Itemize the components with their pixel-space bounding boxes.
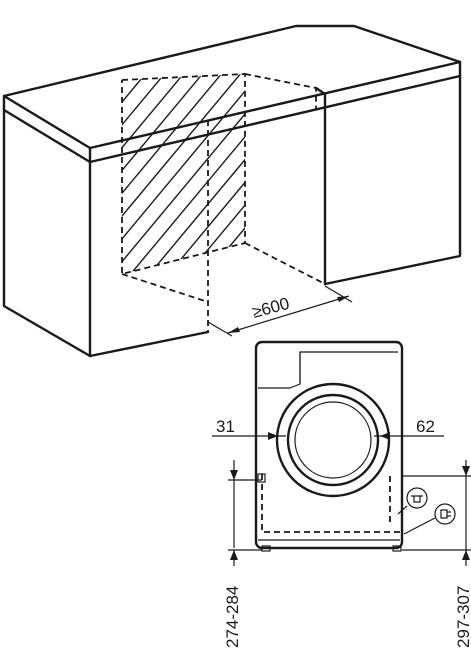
hatch-line — [122, 74, 245, 274]
cabinet-row-illustration — [2, 24, 462, 358]
right-height-dimension: 297-307 — [402, 460, 471, 648]
hatch-line — [222, 74, 245, 274]
hatch-line — [318, 60, 471, 300]
power-plug-icon — [403, 503, 456, 535]
hatch-line — [122, 74, 196, 274]
hatch-line — [122, 74, 234, 274]
right-offset-label: 62 — [416, 417, 435, 436]
hatch-line — [122, 74, 245, 274]
hatch-line — [0, 60, 100, 300]
right-height-label: 297-307 — [454, 586, 471, 648]
hatch-line — [122, 74, 177, 274]
machine-footprint-hatch — [0, 60, 471, 300]
hatch-line — [165, 74, 245, 274]
hatch-line — [122, 74, 139, 274]
hatch-line — [337, 60, 471, 300]
left-offset-label: 31 — [216, 417, 235, 436]
niche-width-label: ≥600 — [250, 294, 291, 322]
left-height-label: 274-284 — [223, 586, 242, 648]
washing-machine-front-view — [254, 340, 404, 552]
right-offset-dimension: 62 — [374, 417, 444, 440]
hatch-line — [127, 74, 245, 274]
left-height-dimension: 274-284 — [223, 460, 262, 648]
hatch-line — [122, 74, 215, 274]
hatch-line — [122, 74, 158, 274]
hatch-line — [261, 60, 461, 300]
hatch-line — [122, 74, 245, 274]
hatch-line — [122, 74, 245, 274]
niche-width-dimension: ≥600 — [207, 285, 353, 337]
drain-hose-icon — [397, 487, 428, 515]
hatch-line — [0, 60, 119, 300]
left-offset-dimension: 31 — [212, 417, 286, 440]
hatch-line — [241, 74, 245, 274]
